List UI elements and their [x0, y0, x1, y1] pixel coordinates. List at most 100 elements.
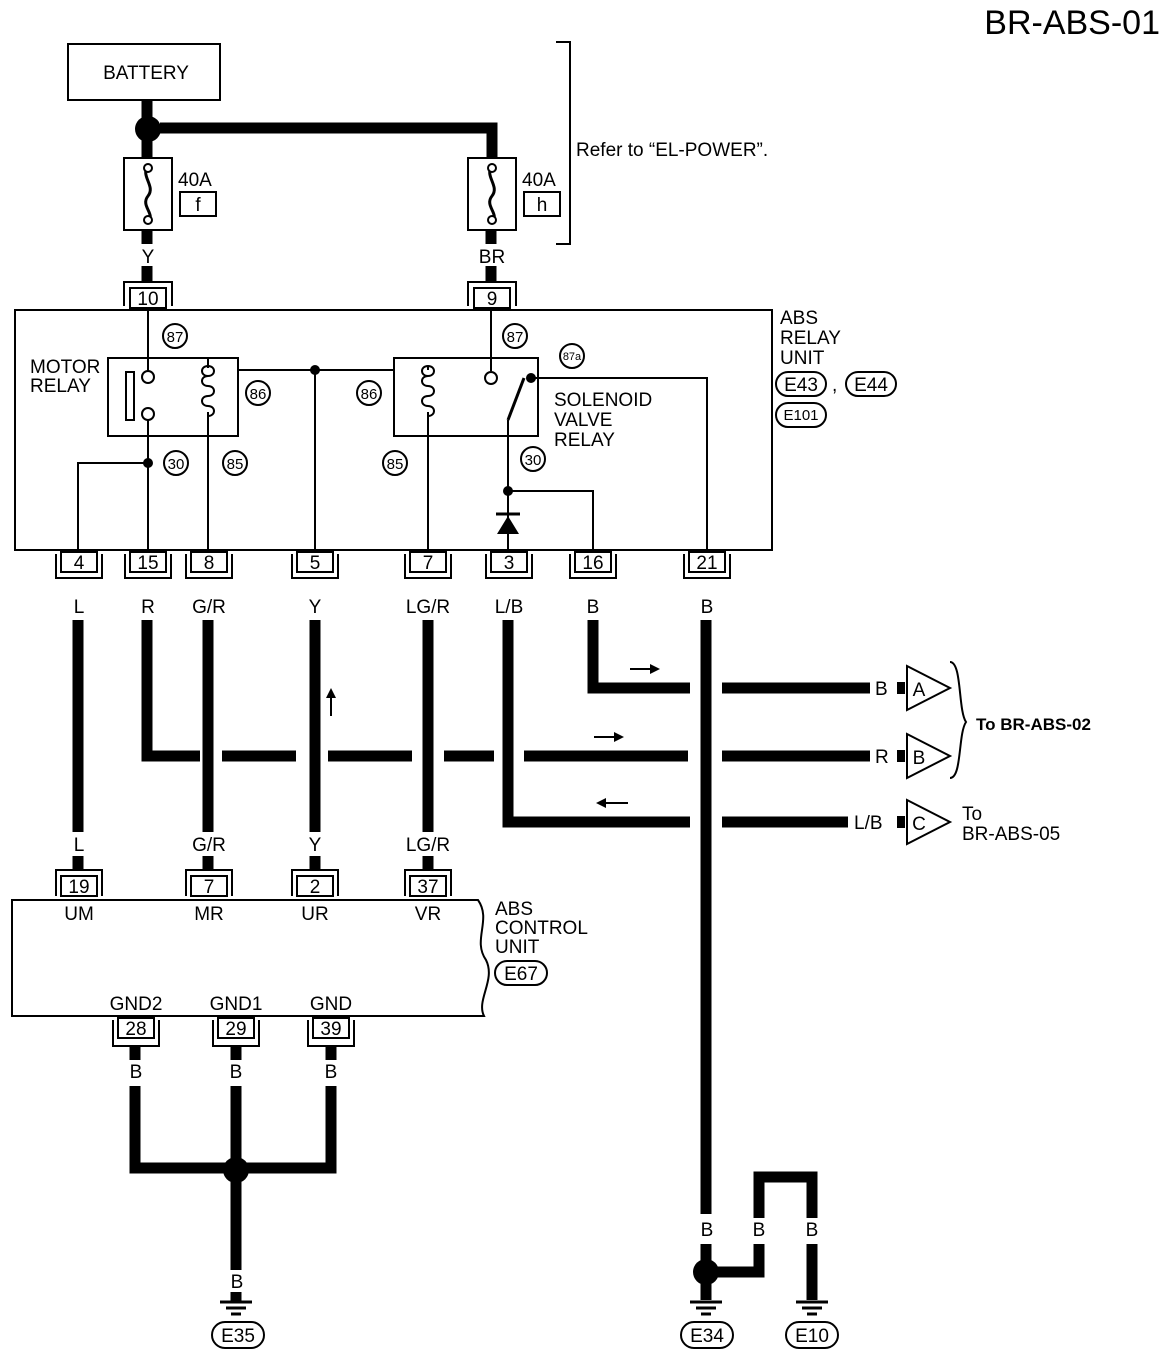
svg-text:10: 10 [137, 289, 158, 310]
connector-e43: E43 [784, 375, 818, 396]
svg-text:16: 16 [582, 553, 603, 574]
svg-text:9: 9 [487, 289, 498, 310]
svg-text:85: 85 [387, 456, 404, 473]
svg-text:15: 15 [137, 553, 158, 574]
svg-text:A: A [913, 680, 926, 701]
connector-e67: E67 [504, 964, 538, 985]
e34-wire-2: B [753, 1220, 766, 1241]
svg-text:21: 21 [696, 553, 717, 574]
cu-wire-lgr: LG/R [406, 835, 450, 856]
motor-relay-label-1: MOTOR [30, 357, 100, 378]
battery-junction [135, 116, 161, 142]
svg-text:L/B: L/B [854, 813, 883, 834]
svg-text:2: 2 [310, 877, 321, 898]
svg-text:B: B [875, 679, 888, 700]
cu-wire-y: Y [309, 835, 322, 856]
term-85-solenoid [382, 450, 408, 476]
relay-pin-3: 3 [485, 551, 533, 579]
svg-text:7: 7 [204, 877, 215, 898]
wire-br-top: BR [479, 247, 505, 268]
relay-pin-7: 7 [404, 551, 452, 579]
fuse-f-rating: 40A [178, 170, 212, 191]
e35-wire: B [231, 1272, 244, 1293]
term-87a-solenoid [559, 343, 585, 369]
svg-text:19: 19 [68, 877, 89, 898]
gnd-wire-39: B [325, 1062, 338, 1083]
wire-label-b16: B [587, 597, 600, 618]
relay-pin-21: 21 [683, 551, 731, 579]
solenoid-label-3: RELAY [554, 430, 615, 451]
cu-wire-l: L [74, 835, 85, 856]
cu-name-mr: MR [194, 904, 224, 925]
cu-title-1: ABS [495, 899, 533, 920]
cu-title-3: UNIT [495, 937, 540, 958]
cu-pin-19: 19 [55, 869, 103, 898]
cu-pin-39: 39 [307, 1017, 355, 1047]
relay-pin-9: 9 [467, 281, 517, 310]
svg-text:28: 28 [125, 1019, 146, 1040]
fuse-f-letter: f [195, 195, 201, 216]
wire-label-lgr: LG/R [406, 597, 450, 618]
svg-text:39: 39 [320, 1019, 341, 1040]
ground-symbol-e35 [220, 1300, 252, 1316]
relay-unit-title-2: RELAY [780, 328, 841, 349]
connector-e44: E44 [854, 375, 888, 396]
cu-pin-7: 7 [185, 869, 233, 898]
svg-text:29: 29 [225, 1019, 246, 1040]
cu-name-gnd: GND [310, 994, 352, 1015]
cu-pin-37: 37 [404, 869, 452, 898]
fuse-h: 40A h [467, 157, 561, 231]
ground-e34: E34 [690, 1326, 724, 1347]
motor-relay-label-2: RELAY [30, 376, 91, 397]
ground-e10: E10 [795, 1326, 829, 1347]
term-87-motor [162, 323, 188, 349]
abs-relay-unit-box [14, 309, 773, 551]
wire-label-y: Y [309, 597, 322, 618]
cu-name-ur: UR [301, 904, 328, 925]
relay-pin-5: 5 [291, 551, 339, 579]
battery-label: BATTERY [103, 63, 189, 84]
solenoid-relay-box [393, 357, 539, 437]
svg-text:86: 86 [250, 386, 267, 403]
offpage-connector-c: L/B C [854, 798, 953, 846]
ground-symbol-e10 [796, 1300, 828, 1316]
wire-label-b21: B [701, 597, 714, 618]
gnd-wire-28: B [130, 1062, 143, 1083]
svg-text:87a: 87a [563, 351, 582, 363]
svg-text:7: 7 [423, 553, 434, 574]
svg-text:85: 85 [227, 456, 244, 473]
solenoid-label-1: SOLENOID [554, 390, 652, 411]
svg-text:B: B [913, 748, 926, 769]
to-abs02-bracket [949, 661, 968, 779]
svg-text:87: 87 [167, 329, 184, 346]
svg-text:5: 5 [310, 553, 321, 574]
fuse-h-rating: 40A [522, 170, 556, 191]
svg-text:86: 86 [361, 386, 378, 403]
wire-label-lb: L/B [495, 597, 524, 618]
gnd-wire-29: B [230, 1062, 243, 1083]
cu-name-gnd1: GND1 [210, 994, 263, 1015]
battery-box [67, 43, 221, 101]
term-86-solenoid [356, 380, 382, 406]
svg-text:8: 8 [204, 553, 215, 574]
refer-text: Refer to “EL-POWER”. [576, 140, 768, 161]
relay-pin-15: 15 [124, 551, 172, 579]
svg-text:30: 30 [525, 452, 542, 469]
to-abs05-label-2: BR-ABS-05 [962, 824, 1060, 845]
wire-label-r: R [141, 597, 155, 618]
relay-pin-8: 8 [185, 551, 233, 579]
cu-pin-2: 2 [291, 869, 339, 898]
svg-text:30: 30 [168, 456, 185, 473]
cu-name-um: UM [64, 904, 94, 925]
offpage-connector-b: R B [875, 732, 953, 780]
relay-pin-16: 16 [569, 551, 617, 579]
relay-unit-title-3: UNIT [780, 348, 825, 369]
svg-text:37: 37 [417, 877, 438, 898]
abs-control-unit-box [11, 899, 490, 1017]
term-30-solenoid [520, 446, 546, 472]
page-id: BR-ABS-01 [984, 4, 1160, 42]
cu-pin-29: 29 [212, 1017, 260, 1047]
relay-bottom-pins: 4 15 8 5 7 3 16 21 [55, 551, 731, 579]
connector-comma: , [832, 375, 837, 396]
